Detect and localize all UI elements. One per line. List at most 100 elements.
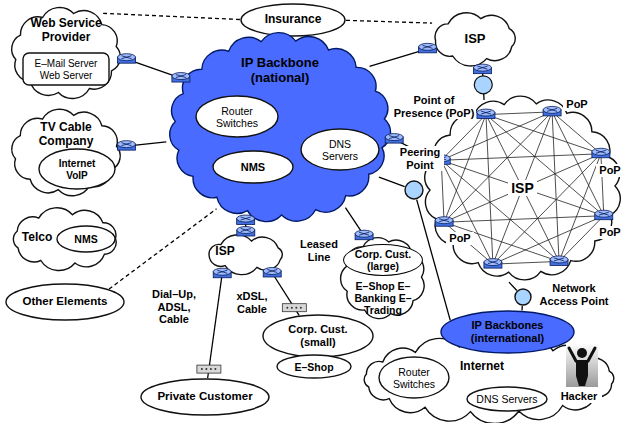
circle-node: Peering Point <box>404 180 424 200</box>
cloud-node: IP Backbone (national) Router SwitchesDNS… <box>165 30 395 225</box>
ellipse-node: Router Switches <box>378 356 450 399</box>
router-icon <box>355 230 373 240</box>
router-icon <box>550 256 568 266</box>
ellipse-node: NMS <box>212 150 294 184</box>
hacker-figure <box>566 343 598 387</box>
outline-shape <box>6 284 124 320</box>
node-text: Peering Point <box>396 146 444 171</box>
text-holder: E–Shop <box>285 360 343 372</box>
node-text: Other Elements <box>23 295 108 308</box>
ellipse-node: DNS Servers <box>300 128 380 171</box>
edge-label: Leased Line <box>296 238 342 263</box>
cloud-node: ISP <box>425 8 525 70</box>
outline-shape <box>263 315 373 357</box>
connector <box>417 200 451 321</box>
node-text: Router Switches <box>387 365 442 389</box>
node-text: IP Backbones (international) <box>456 319 559 344</box>
cloud-node: ISP <box>420 93 625 283</box>
outline-shape <box>341 238 425 319</box>
outline-shape <box>425 96 621 280</box>
router-icon <box>385 134 403 144</box>
router-icon <box>263 267 281 277</box>
router-icon <box>419 43 437 53</box>
node-text: DNS Servers <box>476 393 537 405</box>
isp-mesh <box>432 106 613 268</box>
outline-shape <box>301 129 379 170</box>
outline-shape <box>12 109 120 196</box>
ellipse-node: Internet VoIP <box>38 148 116 190</box>
outline-shape <box>57 226 115 252</box>
text-holder: NMS <box>222 161 284 174</box>
node-text: Insurance <box>265 13 322 27</box>
router-icon <box>237 215 255 225</box>
text-holder: Insurance <box>253 13 334 27</box>
cloud-node: Corp. Cust. (large) E–Shop E–Banking E–Tr… <box>335 232 431 324</box>
box-node: E–Mail Server Web Server <box>22 52 110 86</box>
ellipse-node: IP Backbones (international) <box>440 310 575 354</box>
outline-shape <box>170 33 391 222</box>
router-icon <box>435 217 453 227</box>
label-text: PoP <box>596 164 624 177</box>
text-holder: E–Mail Server Web Server <box>31 58 101 81</box>
label-text: PoP <box>563 98 591 111</box>
outline-shape <box>277 355 351 378</box>
node-body-text: E–Shop E–Banking E–Trading <box>349 280 417 316</box>
ellipse-node: Private Customer <box>140 378 270 416</box>
connector <box>521 306 523 311</box>
outline-shape <box>379 357 449 398</box>
outline-shape <box>405 181 423 199</box>
connector <box>509 282 517 290</box>
dashed-connector <box>346 20 432 23</box>
modem-icon <box>282 304 306 312</box>
node-text: E–Shop <box>294 360 333 372</box>
node-text: IP Backbone (national) <box>220 56 340 86</box>
edge-label: Dial–Up, ADSL, Cable <box>146 288 202 326</box>
outline-shape <box>23 53 109 85</box>
ellipse-node: Router Switches <box>195 95 279 138</box>
ellipse-node: Corp. Cust. (small) <box>262 314 374 358</box>
text-holder: ISP <box>451 180 595 196</box>
label-text: PoP <box>446 232 474 245</box>
text-holder: NMS <box>63 233 109 245</box>
outline-shape <box>141 379 269 415</box>
node-text: Corp. Cust. (small) <box>275 323 360 348</box>
text-holder: Internet VoIP <box>52 158 102 181</box>
router-icon <box>484 259 502 269</box>
node-text: Network Access Point <box>538 282 610 307</box>
outline-shape <box>209 235 282 275</box>
node-text: ISP <box>508 180 537 196</box>
router-icon <box>237 227 255 237</box>
ellipse-node: E–Shop <box>276 354 352 379</box>
text-holder: Private Customer <box>156 390 255 403</box>
outline-shape <box>435 13 515 66</box>
cloud-node: Telco NMS <box>5 205 125 273</box>
text-holder: DNS Servers <box>310 137 371 161</box>
node-text: TV Cable Company <box>29 121 103 149</box>
router-icon <box>213 268 231 278</box>
text-holder: Router Switches <box>205 104 269 128</box>
router-icon <box>117 141 135 151</box>
connector <box>379 177 405 186</box>
outline-shape <box>467 387 547 411</box>
text-holder: ISP <box>440 32 510 47</box>
cloud-node: Web Service ProviderE–Mail Server Web Se… <box>5 3 127 103</box>
node-text: E–Mail Server Web Server <box>31 58 101 81</box>
peering-point-circle <box>474 76 492 94</box>
node-text: Internet <box>452 360 512 374</box>
router-icon <box>477 109 495 119</box>
node-text: Router Switches <box>205 104 269 128</box>
node-text: Corp. Cust. (large) <box>343 244 423 276</box>
edge-label: xDSL, Cable <box>228 290 276 315</box>
node-text: Internet VoIP <box>52 158 102 181</box>
text-holder: DNS Servers <box>476 393 538 405</box>
ellipse-node: Insurance <box>240 3 346 37</box>
router-icon <box>118 54 136 64</box>
outline-shape <box>13 208 116 271</box>
node-text: Telco <box>15 231 59 245</box>
dashed-connector <box>103 13 240 19</box>
node-text: NMS <box>74 233 97 245</box>
modem-icon <box>197 365 221 373</box>
node-text: ISP <box>210 245 240 259</box>
outline-shape <box>213 151 293 183</box>
outline-shape <box>12 7 121 98</box>
